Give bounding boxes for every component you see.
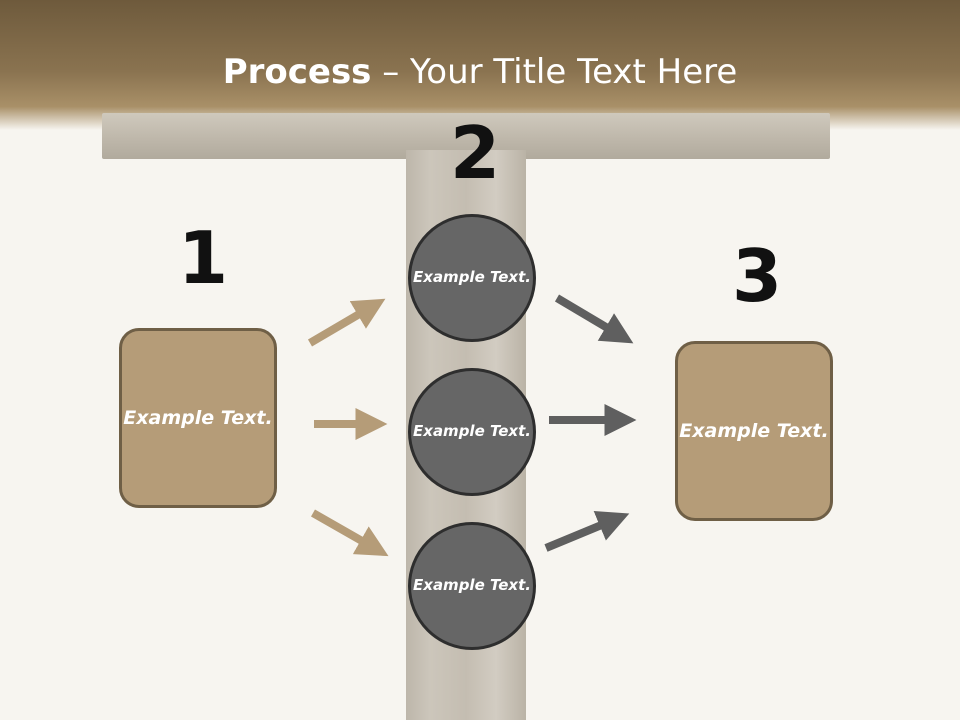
title-rest: – Your Title Text Here [371, 52, 738, 92]
slide-title: Process – Your Title Text Here [0, 52, 960, 92]
circle-middle: Example Text. [408, 368, 536, 496]
circle-bottom-text: Example Text. [413, 576, 531, 595]
right-box: Example Text. [675, 341, 833, 521]
left-box: Example Text. [119, 328, 277, 508]
step-number-2: 2 [450, 111, 501, 195]
left-box-text: Example Text. [123, 406, 273, 429]
right-box-text: Example Text. [679, 419, 829, 442]
step-number-3: 3 [732, 234, 783, 318]
arrow-right-down [554, 294, 634, 344]
arrow-left-down [311, 509, 389, 557]
circle-bottom: Example Text. [408, 522, 536, 650]
arrow-left-up [307, 298, 386, 347]
circle-middle-text: Example Text. [413, 422, 531, 441]
circle-top: Example Text. [408, 214, 536, 342]
circle-top-text: Example Text. [413, 268, 531, 287]
title-banner [0, 0, 960, 130]
step-number-1: 1 [178, 216, 229, 300]
title-bold: Process [222, 52, 372, 92]
arrow-right-up [544, 510, 630, 552]
